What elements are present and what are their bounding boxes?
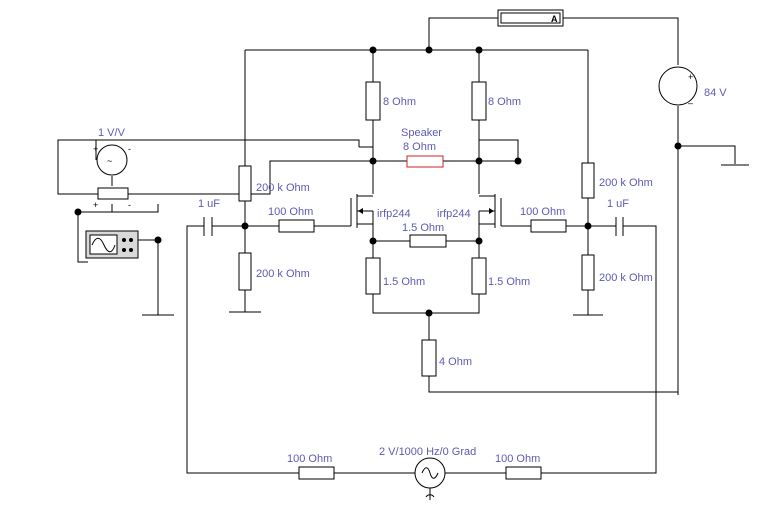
mosfet-icon[interactable] <box>350 194 374 228</box>
ground-icon <box>142 164 749 316</box>
capacitor-right-icon[interactable] <box>612 217 626 236</box>
oscilloscope-icon[interactable] <box>85 230 139 259</box>
ammeter-unit-label: A <box>551 14 558 24</box>
gen-series-left-label: 100 Ohm <box>287 453 332 465</box>
svg-text:+: + <box>93 200 98 210</box>
resistor-bias-bottom-right[interactable] <box>581 254 595 291</box>
resistor-source-right[interactable] <box>471 257 487 295</box>
resistor-generator-right[interactable] <box>505 466 542 480</box>
resistor-drain-right[interactable] <box>471 81 487 121</box>
resistor-bias-top-left[interactable] <box>238 165 252 202</box>
svg-text:–: – <box>688 98 693 108</box>
generator-label: 2 V/1000 Hz/0 Grad <box>379 446 476 458</box>
resistor-bias-top-right[interactable] <box>581 162 595 199</box>
gate-left-label: 100 Ohm <box>268 206 313 218</box>
vcvs-gain-label: 1 V/V <box>98 127 126 139</box>
ac-generator-icon[interactable] <box>414 457 446 500</box>
resistor-bias-bottom-left[interactable] <box>238 252 252 291</box>
mosfet-right-label: irfp244 <box>437 208 471 220</box>
capacitor-icon[interactable] <box>198 217 219 236</box>
resistor-source-bridge[interactable] <box>409 234 447 248</box>
vcvs-icon[interactable]: + - ~ + - <box>93 144 131 210</box>
tail-label: 4 Ohm <box>439 356 472 368</box>
drain-left-label: 8 Ohm <box>383 96 416 108</box>
speaker-load[interactable] <box>406 155 444 168</box>
resistor-tail[interactable] <box>421 339 437 377</box>
speaker-ohm-label: 8 Ohm <box>403 141 436 153</box>
ammeter-icon[interactable]: A <box>497 9 564 27</box>
svg-text:-: - <box>128 200 131 210</box>
resistor-source-left[interactable] <box>365 257 381 295</box>
speaker-title-label: Speaker <box>401 127 442 139</box>
dc-voltage-source-icon[interactable]: + – <box>658 66 698 108</box>
resistor-generator-left[interactable] <box>298 466 335 480</box>
resistor-drain-left[interactable] <box>365 81 381 121</box>
gate-right-label: 100 Ohm <box>520 206 565 218</box>
mosfet-right-icon[interactable] <box>478 194 502 228</box>
mosfet-left-label: irfp244 <box>377 208 411 220</box>
gen-series-right-label: 100 Ohm <box>495 453 540 465</box>
cap-right-label: 1 uF <box>607 198 629 210</box>
svg-text:-: - <box>128 144 131 154</box>
svg-text:+: + <box>93 144 98 154</box>
svg-text:~: ~ <box>107 156 112 166</box>
source-right-label: 1.5 Ohm <box>488 276 530 288</box>
resistor-gate-right[interactable] <box>530 219 567 233</box>
bias-bottom-left-label: 200 k Ohm <box>256 268 310 280</box>
drain-right-label: 8 Ohm <box>488 96 521 108</box>
source-bridge-label: 1.5 Ohm <box>402 222 444 234</box>
bias-top-right-label: 200 k Ohm <box>599 177 653 189</box>
source-left-label: 1.5 Ohm <box>383 276 425 288</box>
resistor-gate-left[interactable] <box>278 219 315 233</box>
bias-top-left-label: 200 k Ohm <box>256 182 310 194</box>
svg-text:+: + <box>688 72 693 82</box>
supply-voltage-label: 84 V <box>704 87 727 99</box>
cap-left-label: 1 uF <box>198 198 220 210</box>
junctions <box>74 46 682 317</box>
wires <box>57 17 736 474</box>
bias-bottom-right-label: 200 k Ohm <box>599 272 653 284</box>
